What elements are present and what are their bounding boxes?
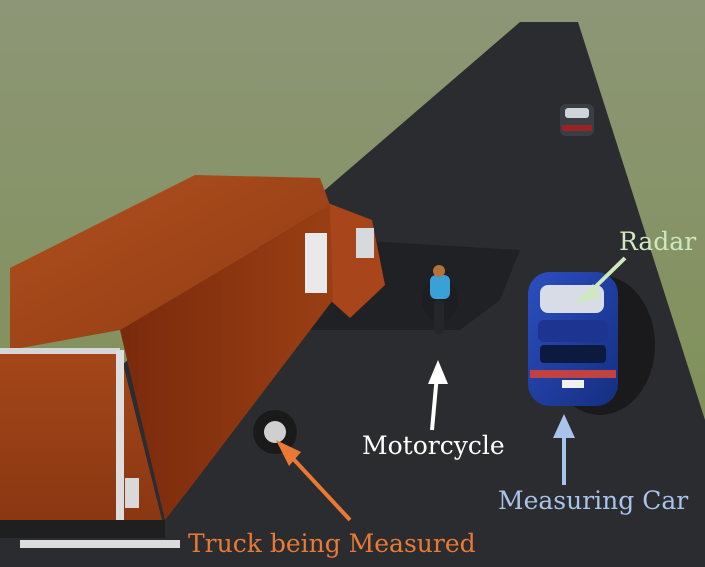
- truck-label: Truck being Measured: [188, 529, 476, 558]
- radar-arrow: [575, 256, 627, 304]
- truck-arrow: [276, 440, 352, 522]
- truck: [0, 175, 385, 548]
- measuring-car: [528, 272, 618, 406]
- motorcycle-label: Motorcycle: [362, 431, 505, 460]
- distant-car: [560, 104, 594, 136]
- radar-label: Radar: [619, 227, 696, 256]
- measuring-car-arrow: [553, 414, 575, 485]
- measuring-car-label: Measuring Car: [498, 486, 688, 515]
- motorcyclist: [422, 265, 458, 334]
- motorcycle-arrow: [428, 360, 448, 431]
